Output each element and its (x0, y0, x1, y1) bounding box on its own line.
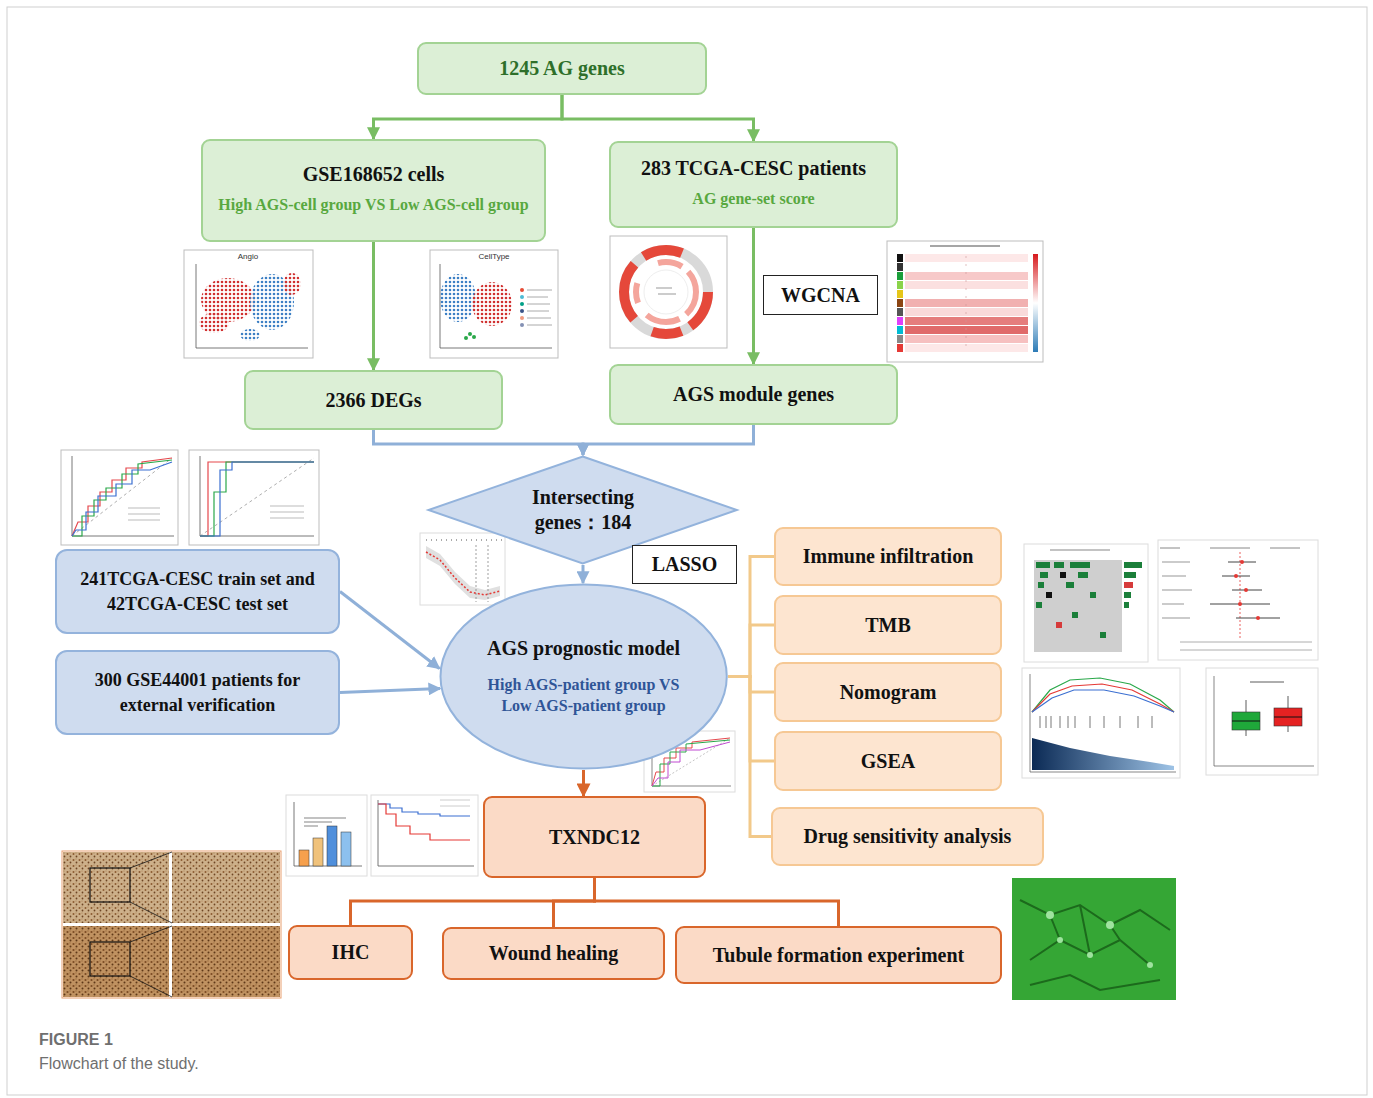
node-content: GSE168652 cellsHigh AGS-cell group VS Lo… (218, 162, 528, 218)
node-content: 1245 AG genes (499, 56, 625, 81)
process-box: 1245 AG genes (417, 42, 707, 95)
connector (595, 878, 839, 926)
connector (728, 677, 771, 837)
node-heading: IHC (332, 940, 370, 965)
validation-box: Wound healing (442, 927, 665, 980)
node-heading: Intersecting genes：184 (505, 485, 661, 535)
node-content: 241TCGA-CESC train set and 42TCGA-CESC t… (63, 567, 332, 616)
method-box: LASSO (632, 545, 737, 584)
connector (562, 95, 754, 141)
connector (340, 689, 440, 693)
validation-box: IHC (288, 925, 413, 980)
node-heading: Drug sensitivity analysis (804, 824, 1012, 849)
node-subtext: High AGS-patient group VS Low AGS-patien… (480, 675, 687, 717)
node-heading: AGS prognostic model (480, 636, 687, 661)
method-box: WGCNA (763, 275, 878, 315)
analysis-box: Immune infiltration (774, 527, 1002, 586)
node-heading: 283 TCGA-CESC patients (641, 156, 866, 181)
gsea-plot (1022, 668, 1180, 778)
validation-box: TXNDC12 (483, 796, 706, 878)
node-heading: Immune infiltration (803, 544, 974, 569)
node-heading: 1245 AG genes (499, 56, 625, 81)
node-content: Wound healing (489, 941, 619, 966)
tsne-celltype-plot (430, 250, 558, 358)
node-content: WGCNA (781, 283, 860, 308)
node-content: LASSO (652, 552, 718, 577)
node-heading: GSEA (861, 749, 915, 774)
plot-title: Angio (238, 252, 258, 261)
survival-curve-plot (371, 795, 478, 876)
node-heading: 2366 DEGs (325, 388, 421, 413)
module-trait-heatmap (887, 241, 1043, 362)
model-ellipse: AGS prognostic modelHigh AGS-patient gro… (439, 583, 728, 770)
ihc-image (62, 851, 281, 998)
tubule-formation-image (1012, 878, 1176, 1000)
analysis-box: GSEA (774, 731, 1002, 791)
connector (372, 242, 375, 370)
connector (752, 228, 755, 364)
node-content: AGS prognostic modelHigh AGS-patient gro… (480, 636, 687, 717)
node-heading: LASSO (652, 552, 718, 577)
tsne-angio-plot (184, 250, 313, 358)
node-heading: GSE168652 cells (218, 162, 528, 187)
connector (374, 95, 563, 139)
node-content: IHC (332, 940, 370, 965)
dataset-box: 300 GSE44001 patients for external verif… (55, 650, 340, 735)
forest-plot (1158, 540, 1318, 660)
connector (374, 430, 584, 455)
node-heading: TXNDC12 (549, 825, 640, 850)
node-content: TXNDC12 (549, 825, 640, 850)
box-plot (1206, 668, 1318, 775)
figure-number: FIGURE 1 (39, 1031, 113, 1049)
process-box: AGS module genes (609, 364, 898, 425)
node-heading: 300 GSE44001 patients for external verif… (63, 668, 332, 717)
node-content: TMB (865, 613, 911, 638)
node-content: 283 TCGA-CESC patients AG gene-set score (641, 156, 866, 212)
connector (582, 770, 585, 796)
node-subtext: High AGS-cell group VS Low AGS-cell grou… (218, 191, 528, 218)
figure-caption: Flowchart of the study. (39, 1055, 199, 1073)
connector (554, 878, 595, 927)
node-heading: 241TCGA-CESC train set and 42TCGA-CESC t… (63, 567, 332, 616)
roc-curve-plot (189, 450, 319, 545)
analysis-box: Nomogram (774, 662, 1002, 722)
process-box: 283 TCGA-CESC patients AG gene-set score (609, 141, 898, 228)
node-subtext: AG gene-set score (641, 185, 866, 212)
node-heading: Tubule formation experiment (713, 943, 964, 968)
validation-box: Tubule formation experiment (675, 926, 1002, 984)
connector (582, 565, 585, 583)
process-box: GSE168652 cellsHigh AGS-cell group VS Lo… (201, 139, 546, 242)
node-content: AGS module genes (673, 382, 834, 407)
node-content: Tubule formation experiment (713, 943, 964, 968)
roc-curve-plot (61, 450, 178, 545)
ellipse-shape (440, 585, 726, 769)
node-content: Drug sensitivity analysis (804, 824, 1012, 849)
oncoplot (1024, 544, 1148, 662)
lasso-cv-plot (420, 533, 505, 605)
node-content: 2366 DEGs (325, 388, 421, 413)
analysis-box: TMB (774, 595, 1002, 655)
node-heading: AGS module genes (673, 382, 834, 407)
node-content: Immune infiltration (803, 544, 974, 569)
expression-bar-chart (286, 795, 367, 876)
plot-title: CellType (478, 252, 509, 261)
connector (728, 625, 774, 677)
node-content: GSEA (861, 749, 915, 774)
node-content: Intersecting genes：184 (505, 485, 661, 535)
connector (340, 592, 439, 669)
dataset-box: 241TCGA-CESC train set and 42TCGA-CESC t… (55, 549, 340, 634)
process-box: 2366 DEGs (244, 370, 503, 430)
node-heading: Wound healing (489, 941, 619, 966)
figure-frame (7, 7, 1367, 1095)
node-heading: Nomogram (840, 680, 937, 705)
node-heading: TMB (865, 613, 911, 638)
node-content: Nomogram (840, 680, 937, 705)
node-heading: WGCNA (781, 283, 860, 308)
analysis-box: Drug sensitivity analysis (771, 807, 1044, 866)
circos-plot (610, 236, 727, 348)
node-content: 300 GSE44001 patients for external verif… (63, 668, 332, 717)
connector (583, 425, 754, 455)
